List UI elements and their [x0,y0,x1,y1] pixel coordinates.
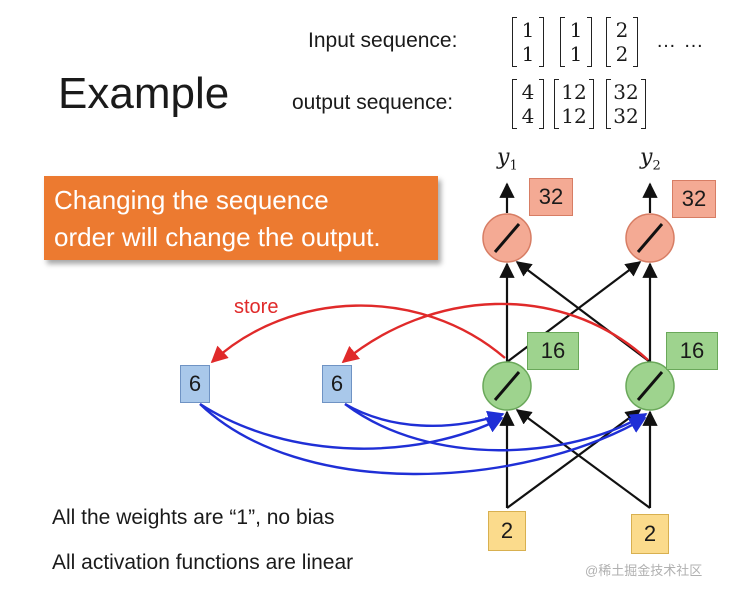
hidden-value-2: 16 [666,332,718,370]
output-neuron-1 [482,213,532,263]
memory-arrow-m2-h1 [344,402,505,427]
input-sequence-label: Input sequence: [308,29,458,52]
callout-box: Changing the sequence order will change … [44,176,438,260]
output-label-y2: y2 [640,145,661,174]
edge-h2-o1 [515,261,651,363]
edge-x1-h2 [506,409,642,509]
input-vector-1: 1 1 [512,17,544,67]
activation-note: All activation functions are linear [52,551,354,574]
store-arrow-2 [341,302,649,364]
output-vector-3: 32 32 [606,79,646,129]
memory-arrow-m1-h1 [199,402,504,450]
output-vector-1: 4 4 [512,79,544,129]
input-value-2: 2 [631,514,669,554]
store-arrow-1 [210,304,506,364]
sequence-ellipsis: … … [656,30,705,52]
memory-arrow-m2-h2 [344,403,648,452]
input-value-1: 2 [488,511,526,551]
edge-x2-h1 [515,409,651,509]
hidden-neuron-1 [482,361,532,411]
output-label-y1: y1 [497,145,518,174]
output-vector-2: 12 12 [554,79,594,129]
input-vector-3: 2 2 [606,17,638,67]
memory-cell-2: 6 [322,365,352,403]
memory-cell-1: 6 [180,365,210,403]
output-sequence-label: output sequence: [292,91,454,114]
hidden-neuron-2 [625,361,675,411]
input-vector-2: 1 1 [560,17,592,67]
output-neuron-2 [625,213,675,263]
callout-text: Changing the sequence order will change … [54,185,381,252]
output-value-1: 32 [529,178,573,216]
memory-arrow-m1-h2 [199,403,647,476]
weights-note: All the weights are “1”, no bias [52,506,335,529]
slide-title: Example [58,69,230,118]
hidden-value-1: 16 [527,332,579,370]
output-value-2: 32 [672,180,716,218]
watermark-text: @稀土掘金技术社区 [585,563,703,578]
store-label: store [234,296,279,318]
